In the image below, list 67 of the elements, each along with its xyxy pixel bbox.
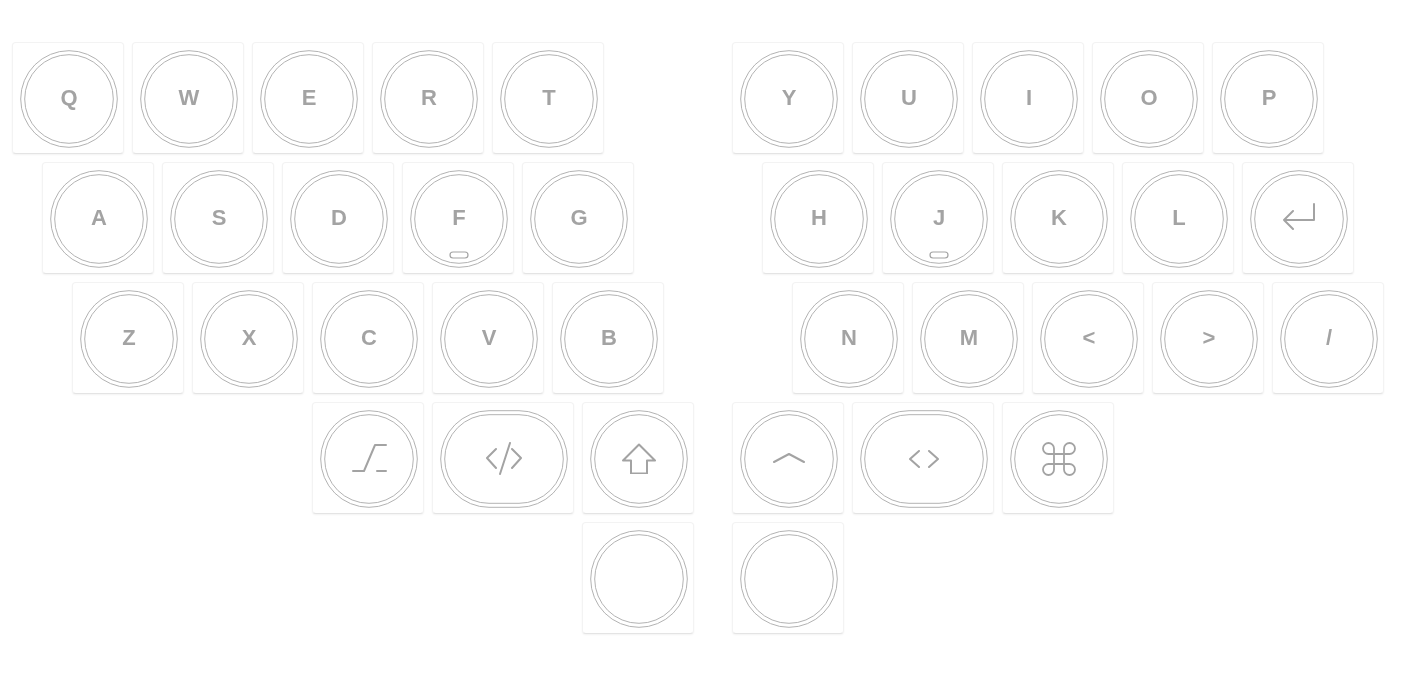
keyboard-key <box>402 162 514 274</box>
keyboard-key <box>912 282 1024 394</box>
key-label: Q <box>60 87 78 109</box>
keyboard-key <box>132 42 244 154</box>
keyboard-key <box>1092 42 1204 154</box>
key-label: K <box>1051 207 1067 229</box>
keyboard-key <box>492 42 604 154</box>
keyboard-key <box>432 282 544 394</box>
key-label: R <box>421 87 437 109</box>
key-label: < <box>1082 327 1096 349</box>
keyboard-key <box>582 402 694 514</box>
key-label: L <box>1172 207 1186 229</box>
key-label: B <box>601 327 617 349</box>
key-label: J <box>932 207 946 229</box>
key-label: > <box>1202 327 1216 349</box>
keyboard-key <box>732 42 844 154</box>
key-label: V <box>481 327 497 349</box>
key-label: C <box>361 327 377 349</box>
keyboard-key <box>1002 162 1114 274</box>
keyboard-key <box>432 402 574 514</box>
keyboard-key <box>792 282 904 394</box>
keyboard-key <box>1122 162 1234 274</box>
key-label: F <box>452 207 466 229</box>
keyboard-key <box>42 162 154 274</box>
keyboard-key <box>72 282 184 394</box>
keyboard-key <box>852 402 994 514</box>
keyboard-key <box>552 282 664 394</box>
key-label: Y <box>781 87 797 109</box>
key-label: O <box>1140 87 1158 109</box>
keyboard-key <box>852 42 964 154</box>
keyboard-key <box>732 402 844 514</box>
key-label: H <box>811 207 827 229</box>
key-label: D <box>331 207 347 229</box>
keyboard-key <box>522 162 634 274</box>
keyboard-key <box>1272 282 1384 394</box>
keyboard-key <box>732 522 844 634</box>
key-label: E <box>301 87 317 109</box>
keyboard-key <box>1002 402 1114 514</box>
key-label: Z <box>122 327 136 349</box>
keyboard-key <box>1032 282 1144 394</box>
keyboard-key <box>372 42 484 154</box>
key-label: N <box>841 327 857 349</box>
key-label: X <box>241 327 257 349</box>
keyboard-key <box>1242 162 1354 274</box>
key-label: M <box>959 327 979 349</box>
keyboard-key <box>972 42 1084 154</box>
key-label: I <box>1025 87 1033 109</box>
key-label: / <box>1325 327 1333 349</box>
keyboard-key <box>312 282 424 394</box>
keyboard-key <box>12 42 124 154</box>
key-label: T <box>542 87 556 109</box>
key-label: S <box>211 207 227 229</box>
keyboard-key <box>882 162 994 274</box>
keyboard-key <box>762 162 874 274</box>
key-label: A <box>91 207 107 229</box>
keyboard-key <box>162 162 274 274</box>
keyboard-key <box>252 42 364 154</box>
key-label: U <box>901 87 917 109</box>
key-label: P <box>1261 87 1277 109</box>
keyboard-key <box>312 402 424 514</box>
keyboard-key <box>1152 282 1264 394</box>
key-label: W <box>178 87 200 109</box>
keyboard-key <box>192 282 304 394</box>
keyboard-key <box>1212 42 1324 154</box>
keyboard-key <box>282 162 394 274</box>
keyboard-key <box>582 522 694 634</box>
key-label: G <box>570 207 588 229</box>
